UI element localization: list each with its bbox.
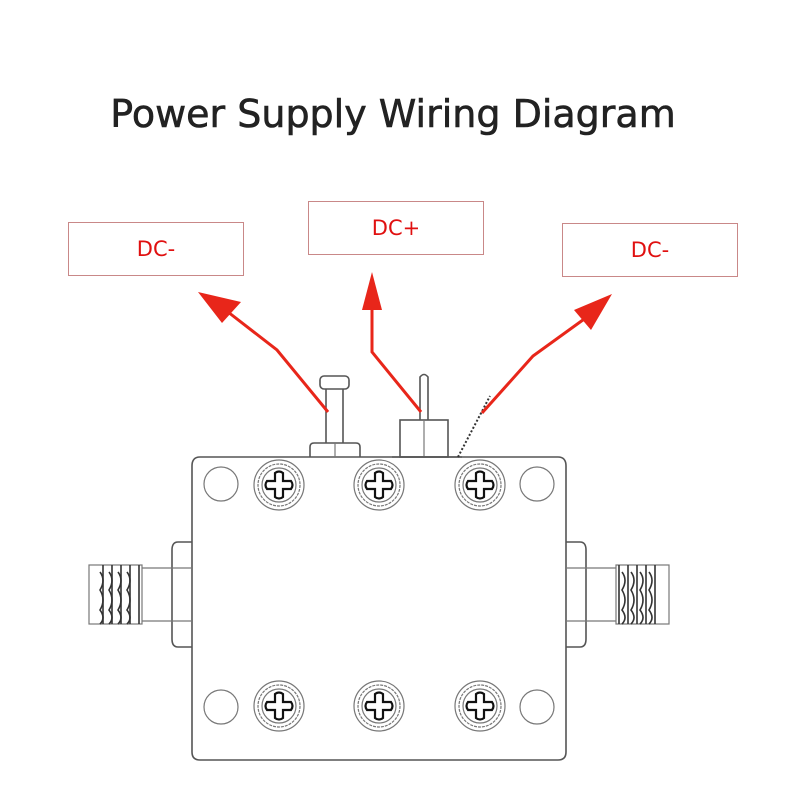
screw-bottom-1 — [253, 680, 305, 732]
feedthrough-pin-terminal — [392, 373, 462, 458]
screw-top-3 — [454, 459, 506, 511]
screw-top-1 — [253, 459, 305, 511]
module-body — [191, 456, 567, 761]
phillips-cross-icon — [465, 691, 495, 721]
mounting-hole-top-left — [203, 466, 239, 502]
label-text: DC- — [136, 237, 176, 261]
diagram-title: Power Supply Wiring Diagram — [110, 92, 676, 137]
ground-post-terminal — [309, 375, 361, 457]
label-dc-positive: DC+ — [308, 201, 484, 255]
sma-connector-left — [88, 541, 192, 648]
label-text: DC- — [630, 238, 670, 262]
screw-top-2 — [353, 459, 405, 511]
label-dc-negative-right: DC- — [562, 223, 738, 277]
mounting-hole-bottom-left — [203, 689, 239, 725]
label-text: DC+ — [371, 216, 421, 240]
mounting-hole-top-right — [519, 466, 555, 502]
arrow-to-dc-negative-left — [198, 292, 330, 413]
phillips-cross-icon — [264, 691, 294, 721]
mounting-hole-bottom-right — [519, 689, 555, 725]
arrow-to-dc-positive — [362, 272, 423, 413]
phillips-cross-icon — [264, 470, 294, 500]
sma-connector-right — [566, 541, 670, 648]
screw-bottom-2 — [353, 680, 405, 732]
screw-bottom-3 — [454, 680, 506, 732]
phillips-cross-icon — [465, 470, 495, 500]
label-dc-negative-left: DC- — [68, 222, 244, 276]
phillips-cross-icon — [364, 691, 394, 721]
ground-wire-terminal — [457, 395, 491, 458]
arrow-to-dc-negative-right — [480, 294, 612, 415]
phillips-cross-icon — [364, 470, 394, 500]
